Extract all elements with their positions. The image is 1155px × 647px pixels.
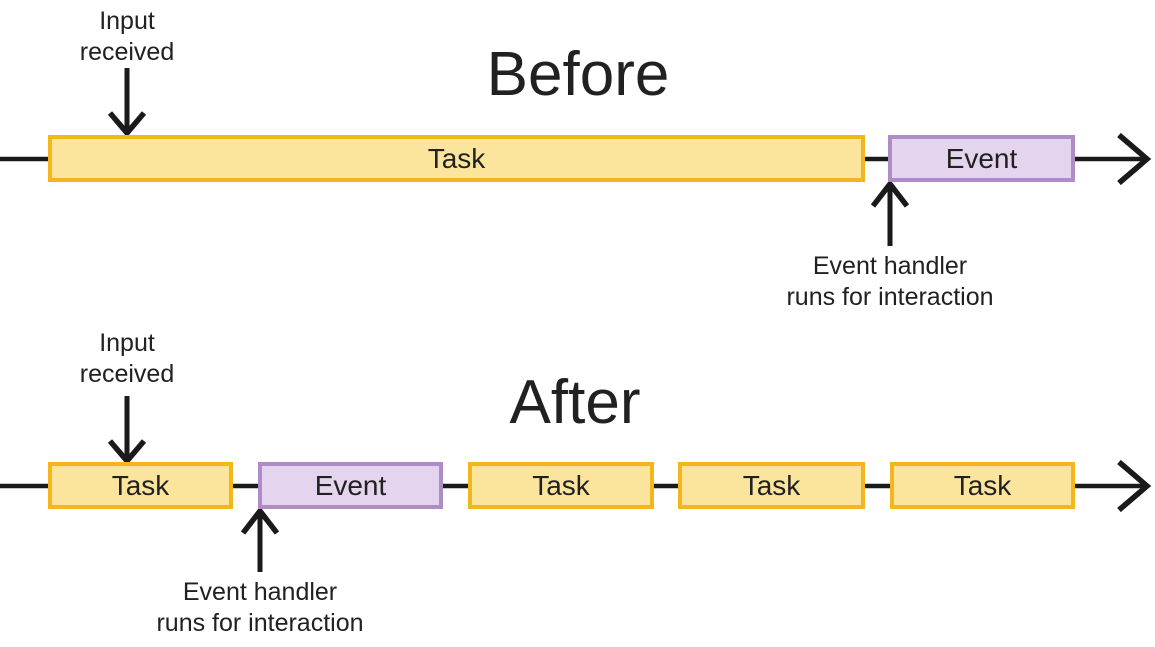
before-input-arrow-down-icon <box>107 111 147 138</box>
after-timeline-arrowhead-icon <box>1117 459 1152 513</box>
after-task-bar-1: Task <box>48 462 233 509</box>
after-handler-arrow-up-icon <box>240 506 280 535</box>
before-title: Before <box>486 40 670 109</box>
after-event-bar: Event <box>258 462 443 509</box>
after-title: After <box>509 368 641 437</box>
before-event-bar: Event <box>888 135 1075 182</box>
label-line: received <box>79 360 175 388</box>
after-input-received-label: Input received <box>47 328 207 390</box>
after-task-bar-3: Task <box>678 462 865 509</box>
label-line: Event handler <box>812 252 968 280</box>
label-line: Input <box>99 7 155 35</box>
before-event-handler-label: Event handler runs for interaction <box>760 251 1020 313</box>
label-line: Input <box>99 329 155 357</box>
label-line: Event handler <box>182 578 338 606</box>
after-input-arrow-down-icon <box>107 439 147 466</box>
after-task-bar-2: Task <box>468 462 654 509</box>
before-task-bar: Task <box>48 135 865 182</box>
after-event-handler-label: Event handler runs for interaction <box>130 577 390 639</box>
before-handler-arrow-up-icon <box>870 179 910 208</box>
before-timeline-arrowhead-icon <box>1117 132 1152 186</box>
label-line: runs for interaction <box>786 283 994 311</box>
label-line: received <box>79 38 175 66</box>
after-task-bar-4: Task <box>890 462 1075 509</box>
label-line: runs for interaction <box>156 609 364 637</box>
before-input-received-label: Input received <box>47 6 207 68</box>
